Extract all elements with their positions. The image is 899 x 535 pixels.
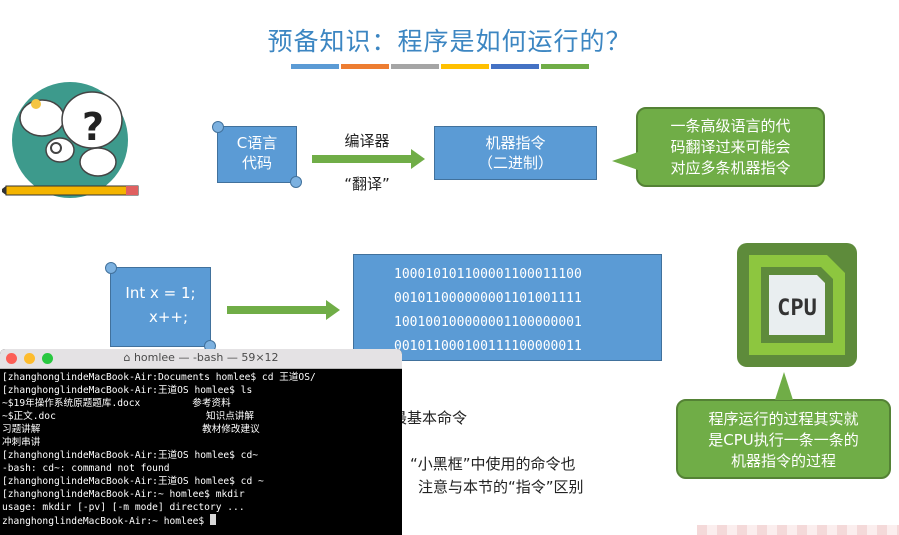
thinking-head-icon: ? <box>2 82 139 198</box>
terminal-prompt: zhanghonglindeMacBook-Air:~ homlee$ <box>2 516 210 527</box>
binary-code-box: 100010101100001100011100 001011000000001… <box>353 254 662 361</box>
terminal-line: usage: mkdir [-pv] [-m mode] directory .… <box>2 502 245 513</box>
terminal-line: ~$19年操作系统原题题库.docx 参考资料 <box>2 398 231 409</box>
terminal-window[interactable]: ⌂ homlee — -bash — 59×12 [zhanghonglinde… <box>0 349 402 535</box>
compiler-label: 编译器 <box>344 132 390 150</box>
compile-arrow-shaft <box>312 155 412 163</box>
execute-arrow-icon <box>326 300 340 320</box>
callout-cpu-execution: 程序运行的过程其实就 是CPU执行一条一条的 机器指令的过程 <box>676 399 891 479</box>
callout-2-line-3: 机器指令的过程 <box>730 452 836 470</box>
title-underline-stripe-5 <box>491 64 539 69</box>
maximize-window-button[interactable] <box>42 353 53 364</box>
title-underline-stripe-4 <box>441 64 489 69</box>
terminal-title-bar[interactable]: ⌂ homlee — -bash — 59×12 <box>0 349 402 369</box>
decorative-strip <box>697 525 899 535</box>
c-source-line-2: 代码 <box>241 154 272 172</box>
terminal-prompt-line[interactable]: zhanghonglindeMacBook-Air:~ homlee$ <box>2 514 402 528</box>
terminal-line: [zhanghonglindeMacBook-Air:Documents hom… <box>2 372 316 383</box>
callout-1-line-2: 码翻译过来可能会 <box>670 138 791 156</box>
binary-line-2: 001011000000001101001111 <box>394 291 582 306</box>
callout-1-line-1: 一条高级语言的代 <box>670 117 791 135</box>
title-underline-stripe-1 <box>291 64 339 69</box>
machine-instruction-line-2: （二进制） <box>477 154 553 172</box>
page-title: 预备知识：程序是如何运行的？ <box>267 27 632 56</box>
cpu-icon: CPU <box>737 243 857 367</box>
terminal-line: -bash: cd~: command not found <box>2 463 170 474</box>
compile-arrow-icon <box>411 149 425 169</box>
binary-line-3: 100100100000001100000001 <box>394 315 582 330</box>
minimize-window-button[interactable] <box>24 353 35 364</box>
note-black-box-commands: “小黑框”中使用的命令也 <box>410 455 576 473</box>
title-underline-stripe-6 <box>541 64 589 69</box>
callout-1-line-3: 对应多条机器指令 <box>670 159 791 177</box>
code-line-1: Int x = 1; <box>125 284 196 302</box>
terminal-output[interactable]: [zhanghonglindeMacBook-Air:Documents hom… <box>0 369 402 528</box>
code-snippet-scroll: Int x = 1; x++; <box>105 262 216 352</box>
callout-2-line-1: 程序运行的过程其实就 <box>708 410 859 428</box>
c-source-line-1: C语言 <box>236 134 278 152</box>
terminal-line: [zhanghonglindeMacBook-Air:~ homlee$ mkd… <box>2 489 245 500</box>
terminal-line: 冲刺串讲 <box>2 437 41 448</box>
execute-arrow-shaft <box>227 306 327 314</box>
terminal-title: homlee — -bash — 59×12 <box>133 351 279 364</box>
title-underline-stripe-3 <box>391 64 439 69</box>
callout-high-level-to-machine: 一条高级语言的代 码翻译过来可能会 对应多条机器指令 <box>636 107 825 187</box>
machine-instruction-line-1: 机器指令 <box>485 134 546 152</box>
binary-line-4: 001011000100111100000011 <box>394 339 582 354</box>
terminal-line: [zhanghonglindeMacBook-Air:王道OS homlee$ … <box>2 385 253 396</box>
terminal-line: 习题讲解 教材修改建议 <box>2 424 260 435</box>
callout-2-line-2: 是CPU执行一条一条的 <box>708 431 859 449</box>
terminal-line: [zhanghonglindeMacBook-Air:王道OS homlee$ … <box>2 476 264 487</box>
terminal-line: [zhanghonglindeMacBook-Air:王道OS homlee$ … <box>2 450 259 461</box>
cpu-label: CPU <box>777 296 817 321</box>
svg-text:?: ? <box>82 105 104 149</box>
code-line-2: x++; <box>148 308 189 326</box>
terminal-line: ~$正文.doc 知识点讲解 <box>2 411 254 422</box>
note-distinguish-instructions: 注意与本节的“指令”区别 <box>418 478 584 496</box>
translate-label: “翻译” <box>344 175 390 193</box>
c-source-code-scroll: C语言 代码 <box>212 121 302 188</box>
callout-1-pointer <box>612 152 638 170</box>
binary-line-1: 100010101100001100011100 <box>394 267 582 282</box>
title-underline-stripe-2 <box>341 64 389 69</box>
note-basic-commands: 最基本命令 <box>392 409 468 427</box>
machine-instruction-box: 机器指令 （二进制） <box>434 126 597 180</box>
callout-2-pointer <box>775 372 793 400</box>
terminal-cursor <box>209 514 216 525</box>
close-window-button[interactable] <box>6 353 17 364</box>
home-folder-icon: ⌂ <box>123 351 134 364</box>
